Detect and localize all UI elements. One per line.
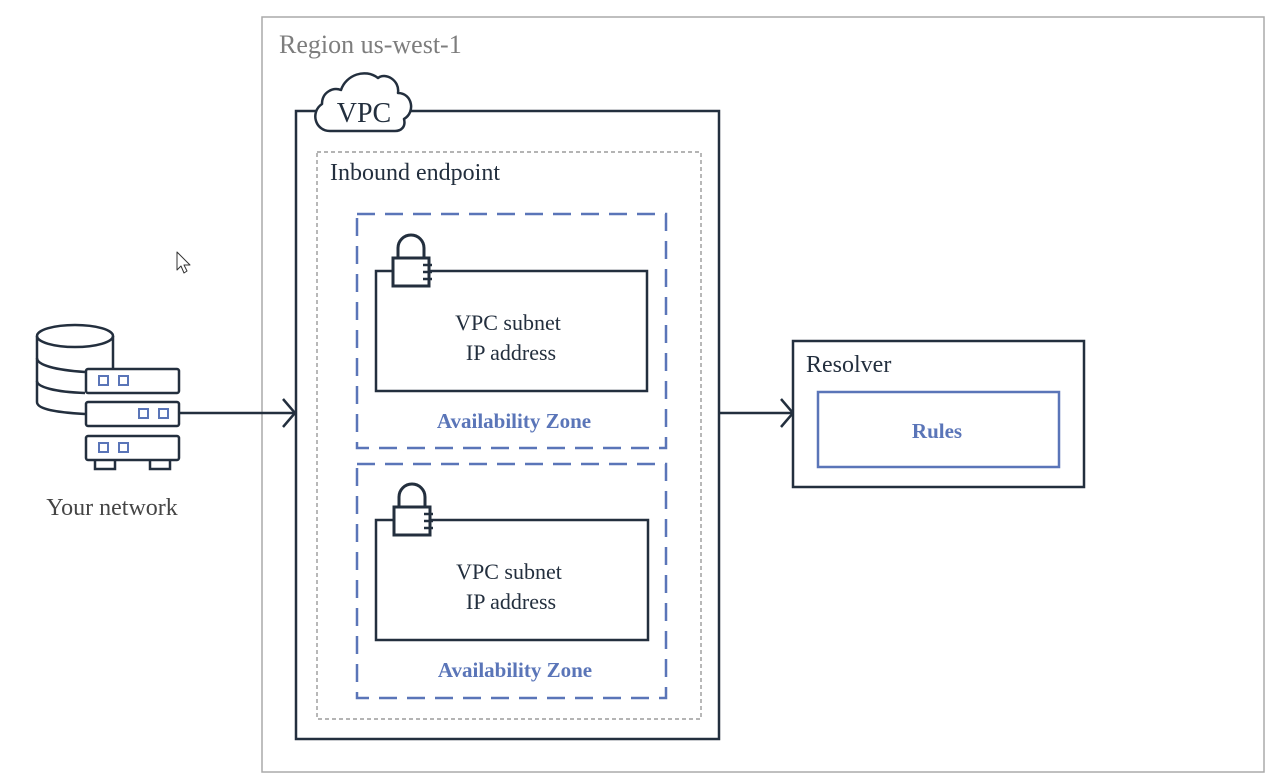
- server-indicators: [98, 375, 169, 453]
- availability-zone-label-2: Availability Zone: [438, 658, 592, 682]
- rules-box: [816, 390, 1061, 469]
- inbound-endpoint-container: Inbound endpoint: [316, 151, 702, 720]
- mouse-cursor-icon: [176, 251, 191, 274]
- subnet-box-1: [374, 269, 649, 393]
- subnet-box-2: [374, 518, 650, 642]
- lock-icon: [392, 482, 433, 537]
- resolver-container: Resolver Rules: [791, 339, 1086, 489]
- availability-zone-label-1: Availability Zone: [437, 409, 591, 433]
- vpc-label: VPC: [337, 98, 391, 129]
- region-label: Region us-west-1: [279, 30, 462, 59]
- availability-zone-2: VPC subnet IP address Availability Zone: [355, 462, 668, 700]
- availability-zone-1: VPC subnet IP address Availability Zone: [355, 212, 668, 450]
- subnet-label-1: VPC subnet: [455, 310, 561, 335]
- inbound-endpoint-label: Inbound endpoint: [330, 160, 500, 186]
- cloud-icon: [314, 72, 413, 133]
- subnet-label-2: VPC subnet: [456, 559, 562, 584]
- server-database-icon: [35, 323, 181, 471]
- ip-address-label-2: IP address: [466, 589, 556, 614]
- resolver-label: Resolver: [806, 352, 891, 378]
- your-network-label: Your network: [46, 495, 178, 521]
- ip-address-label-1: IP address: [466, 340, 556, 365]
- lock-icon: [391, 233, 432, 288]
- region-container: Region us-west-1: [261, 16, 1265, 773]
- rules-label: Rules: [912, 419, 962, 443]
- vpc-container: VPC: [294, 72, 721, 741]
